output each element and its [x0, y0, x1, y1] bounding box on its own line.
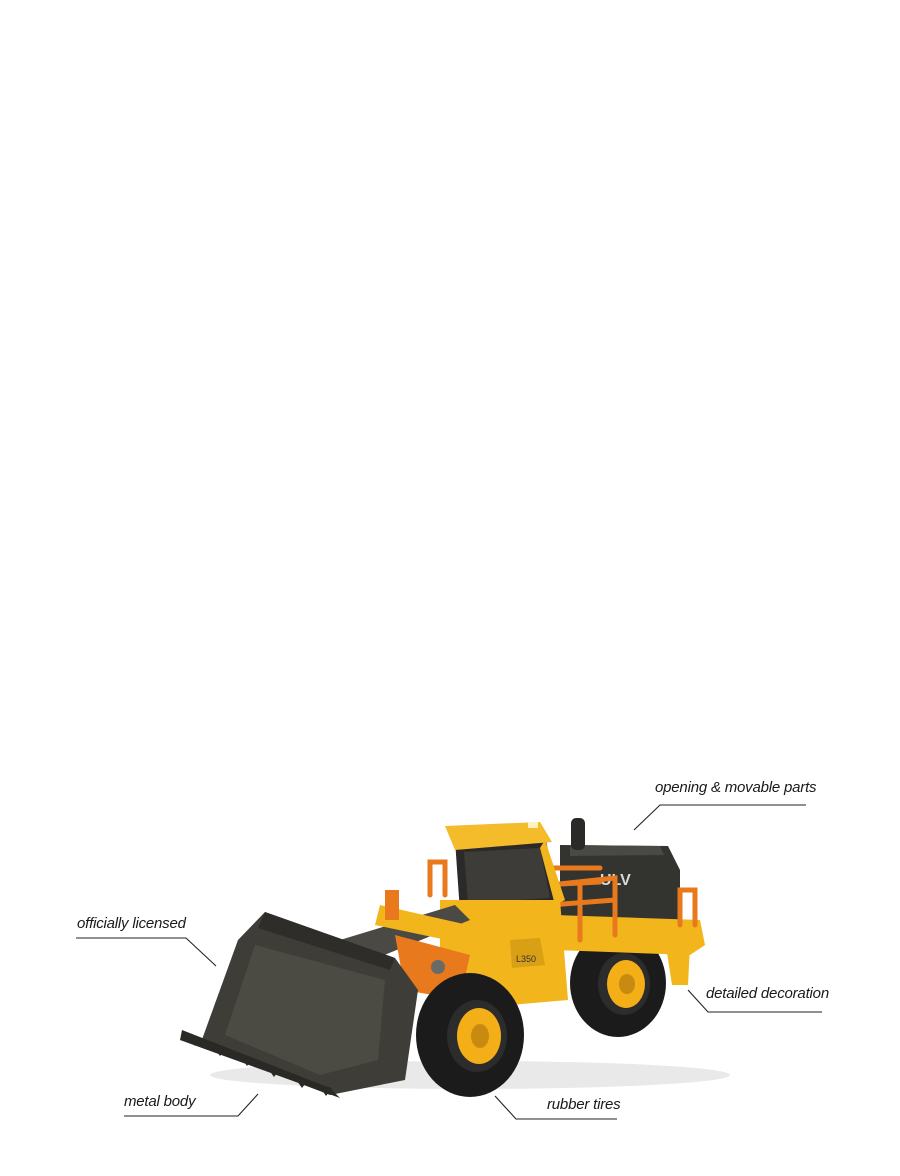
bucket — [180, 912, 418, 1098]
callout-opening-movable-parts: opening & movable parts — [655, 779, 817, 796]
callout-line-opening — [633, 804, 806, 831]
callout-metal-body: metal body — [124, 1093, 196, 1110]
bucket-teeth — [185, 1032, 332, 1096]
callout-detailed-decoration: detailed decoration — [706, 985, 829, 1002]
front-tire — [416, 973, 524, 1097]
exhaust-stack — [571, 818, 585, 850]
svg-text:L350: L350 — [516, 954, 536, 964]
rear-tire — [570, 929, 666, 1037]
callout-line-licensed — [76, 937, 217, 967]
callout-rubber-tires: rubber tires — [547, 1096, 621, 1113]
callout-line-tires — [494, 1095, 617, 1120]
engine-housing: ULV — [555, 818, 705, 985]
cab-roof — [445, 822, 552, 850]
callout-lines — [76, 804, 822, 1120]
callout-officially-licensed: officially licensed — [77, 915, 186, 932]
callout-line-decoration — [687, 989, 822, 1013]
lift-arms — [340, 890, 490, 1000]
callout-line-metal — [124, 1093, 259, 1117]
cab — [445, 822, 565, 912]
